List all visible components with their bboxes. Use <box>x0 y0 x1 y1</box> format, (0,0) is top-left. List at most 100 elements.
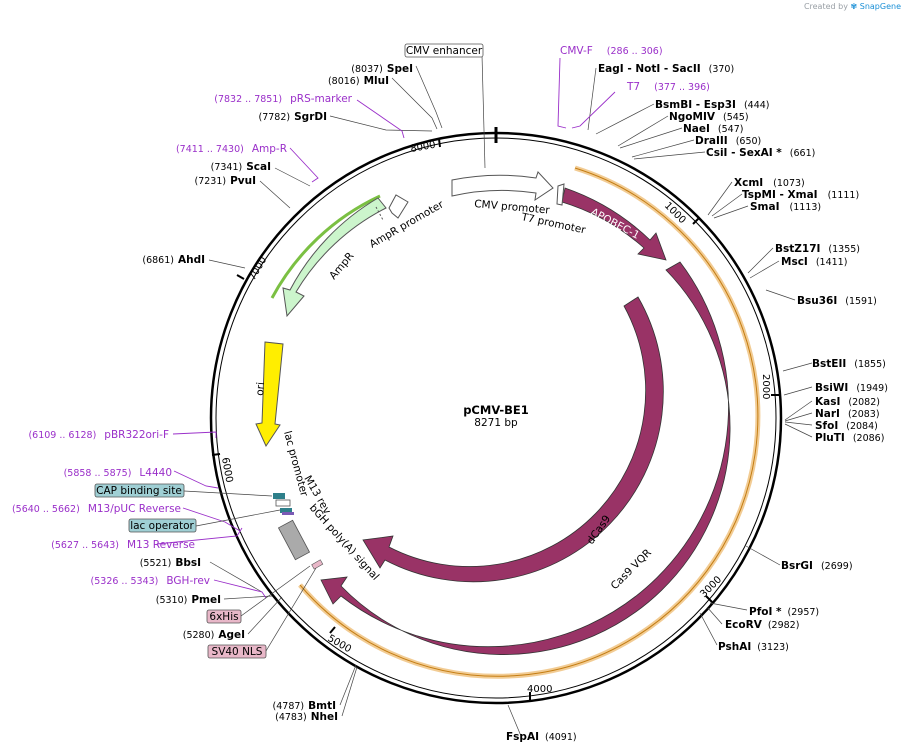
apobec-arrow[interactable] <box>561 187 667 261</box>
enzyme-draIII[interactable]: DraIII(650) <box>695 135 761 147</box>
enzyme-scaI[interactable]: (7341)ScaI <box>211 161 271 173</box>
enzyme-csiI-sexAI[interactable]: CsiI - SexAI *(661) <box>706 147 815 159</box>
credit-brand: SnapGene <box>859 2 901 11</box>
enzyme-xcmI[interactable]: XcmI(1073) <box>734 177 805 189</box>
cap-binding-site-box[interactable]: CAP binding site <box>94 483 185 498</box>
snapgene-logo-icon: ✾ <box>850 2 858 11</box>
enzyme-naeI[interactable]: NaeI(547) <box>683 123 743 135</box>
orf-arc-line <box>299 167 759 677</box>
snapgene-credit: Created by ✾ SnapGene <box>804 2 901 11</box>
nls-mark[interactable] <box>311 559 324 570</box>
enzyme-narI[interactable]: NarI(2083) <box>815 408 880 420</box>
enzyme-mluI[interactable]: (8016)MluI <box>328 75 389 87</box>
tick-3000 <box>705 595 713 603</box>
cmv-promoter-feature[interactable]: CMV promoter <box>451 171 554 217</box>
primer-amp-r[interactable]: (7411 .. 7430)Amp-R <box>176 143 287 155</box>
cmv-enhancer-box[interactable]: CMV enhancer <box>404 43 484 58</box>
enzyme-bstEII[interactable]: BstEII(1855) <box>812 358 886 370</box>
enzyme-ageI[interactable]: (5280)AgeI <box>183 629 245 641</box>
sv40-nls-box[interactable]: SV40 NLS <box>207 644 267 659</box>
enzyme-fspAI[interactable]: FspAI(4091) <box>506 731 577 743</box>
tick-label-6000: 6000 <box>219 457 234 484</box>
cmv-promoter-arrow[interactable] <box>451 171 554 202</box>
enzyme-ecoRV[interactable]: EcoRV(2982) <box>725 619 799 631</box>
primer-m13-reverse[interactable]: (5627 .. 5643)M13 Reverse <box>51 539 195 551</box>
enzyme-eagI-notI-sacII[interactable]: EagI - NotI - SacII(370) <box>598 63 734 75</box>
lac-cluster: lac promoter M13 rev bGH poly(A) signal <box>273 430 381 583</box>
dcas9-arrow[interactable] <box>362 296 664 583</box>
enzyme-speI[interactable]: (8037)SpeI <box>351 63 413 75</box>
ampr-arrow[interactable] <box>282 197 387 318</box>
enzyme-pshAI[interactable]: PshAI(3123) <box>718 641 789 653</box>
cap-binding-site-label: CAP binding site <box>96 485 182 497</box>
enzyme-sgrDI[interactable]: (7782)SgrDI <box>259 111 327 123</box>
enzyme-bbsI[interactable]: (5521)BbsI <box>140 557 201 569</box>
ampr-divider <box>375 206 384 221</box>
enzyme-pluTI[interactable]: PluTI(2086) <box>815 432 884 444</box>
primer-t7[interactable]: T7(377 .. 396) <box>626 81 710 93</box>
tick-1000 <box>692 217 700 225</box>
tick-label-2000: 2000 <box>760 374 771 399</box>
primer-lines <box>156 57 616 599</box>
tick-label-8000: 8000 <box>410 140 437 155</box>
t7-promoter-arrow[interactable] <box>556 183 565 206</box>
boxed-leader-lines <box>183 490 317 652</box>
primer-l4440[interactable]: (5858 .. 5875)L4440 <box>64 467 172 479</box>
cas9-vqr-arrow[interactable] <box>320 261 731 655</box>
lac-promoter-label: lac promoter <box>281 430 310 499</box>
enzyme-mscI[interactable]: MscI(1411) <box>781 256 847 268</box>
tick-5000 <box>329 626 336 634</box>
enzyme-pfoI[interactable]: PfoI *(2957) <box>749 606 819 618</box>
enzyme-bsrGI[interactable]: BsrGI(2699) <box>781 560 853 572</box>
enzyme-bstZ17I[interactable]: BstZ17I(1355) <box>775 243 860 255</box>
enzyme-pmeI[interactable]: (5310)PmeI <box>156 594 221 606</box>
tick-label-5000: 5000 <box>326 633 354 655</box>
enzyme-pvuI[interactable]: (7231)PvuI <box>194 175 256 187</box>
plasmid-name: pCMV-BE1 <box>463 403 529 417</box>
ori-feature[interactable]: ori <box>254 341 284 448</box>
ampr-promoter-arrow[interactable] <box>388 194 409 219</box>
lac-promoter-mark[interactable] <box>275 499 291 507</box>
cmv-enhancer-label: CMV enhancer <box>406 45 483 57</box>
enzyme-bsiWI[interactable]: BsiWI(1949) <box>815 382 888 394</box>
sv40-nls-label: SV40 NLS <box>212 646 263 658</box>
primer-pbr322ori-f[interactable]: (6109 .. 6128)pBR322ori-F <box>28 429 169 441</box>
lac-operator-mark[interactable] <box>280 508 292 513</box>
enzyme-kasI[interactable]: KasI(2082) <box>815 396 880 408</box>
dcas9-feature[interactable]: dCas9 <box>362 296 664 585</box>
m13-rev-mark[interactable] <box>282 512 294 515</box>
ori-arrow[interactable] <box>255 341 284 448</box>
enzyme-sfoI[interactable]: SfoI(2084) <box>815 420 878 432</box>
plasmid-length: 8271 bp <box>474 417 518 429</box>
primer-m13-puc-reverse[interactable]: (5640 .. 5662)M13/pUC Reverse <box>12 503 181 515</box>
primer-labels: CMV-F(286 .. 306) T7(377 .. 396) (7832 .… <box>12 45 710 587</box>
tick-7000 <box>236 274 245 280</box>
apobec-label: APOBEC-1 <box>589 206 642 242</box>
credit-prefix: Created by <box>803 2 848 11</box>
leader-lines <box>208 54 813 737</box>
enzyme-tspMI-xmaI[interactable]: TspMI - XmaI(1111) <box>742 189 859 201</box>
primer-cmv-f[interactable]: CMV-F(286 .. 306) <box>560 45 663 57</box>
enzyme-smaI[interactable]: SmaI(1113) <box>750 201 821 213</box>
boxed-labels: CMV enhancer CAP binding site lac operat… <box>94 43 484 659</box>
tick-label-7000: 7000 <box>247 255 269 283</box>
enzyme-nheI[interactable]: (4783)NheI <box>275 711 338 723</box>
primer-bgh-rev[interactable]: (5326 .. 5343)BGH-rev <box>91 575 210 587</box>
enzyme-bmtI[interactable]: (4787)BmtI <box>273 700 336 712</box>
bgh-signal-mark[interactable] <box>277 519 311 561</box>
six-his-label: 6xHis <box>209 611 238 623</box>
cas9-vqr-feature[interactable]: Cas9 VQR <box>320 261 731 655</box>
primer-prs-marker[interactable]: (7832 .. 7851)pRS-marker <box>214 93 352 105</box>
enzyme-ahdI[interactable]: (6861)AhdI <box>142 254 205 266</box>
enzyme-bsu36I[interactable]: Bsu36I(1591) <box>797 295 877 307</box>
cap-site-mark[interactable] <box>273 493 285 499</box>
six-his-box[interactable]: 6xHis <box>206 609 242 624</box>
orf-arc <box>298 165 761 679</box>
enzyme-ngoMIV[interactable]: NgoMIV(545) <box>669 111 749 123</box>
lac-operator-label: lac operator <box>130 520 194 532</box>
lac-operator-box[interactable]: lac operator <box>128 518 197 533</box>
ampr-outer-line <box>270 194 381 299</box>
enzyme-bsmBI-esp3I[interactable]: BsmBI - Esp3I(444) <box>655 99 769 111</box>
cas9-vqr-divider <box>424 622 430 637</box>
